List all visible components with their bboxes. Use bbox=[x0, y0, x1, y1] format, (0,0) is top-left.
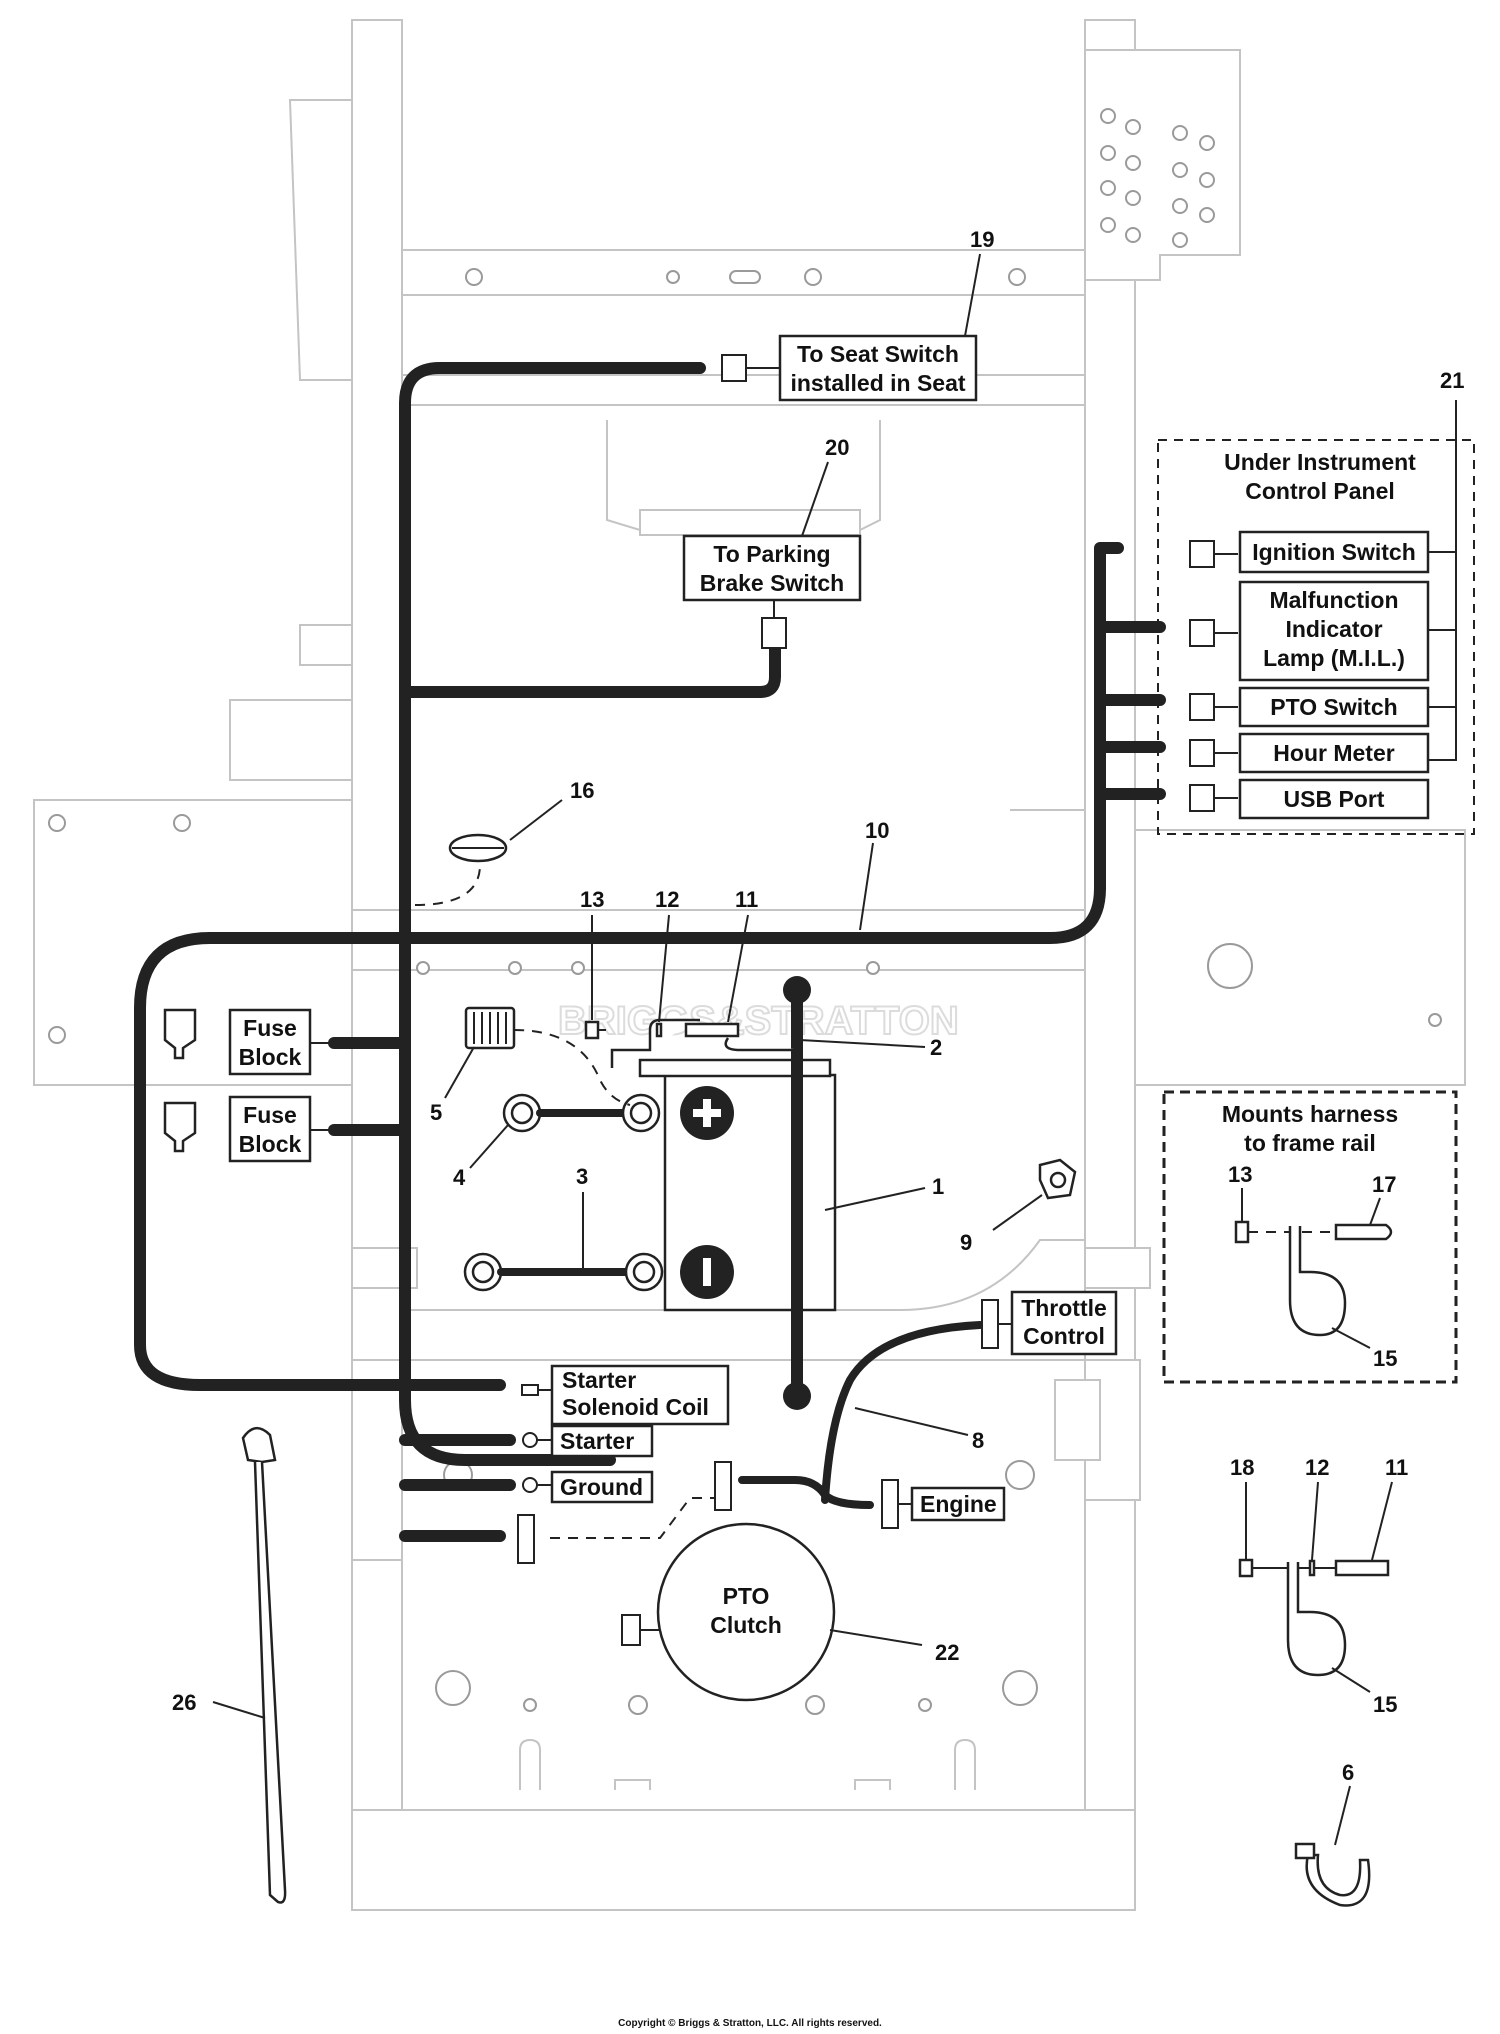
callout-10: 10 bbox=[865, 818, 889, 843]
callout-16: 16 bbox=[570, 778, 594, 803]
callout-19: 19 bbox=[970, 227, 994, 252]
watermark: BRIGGS&STRATTON bbox=[558, 999, 959, 1043]
callout-15-detail: 15 bbox=[1373, 1692, 1397, 1717]
clip-icon bbox=[1294, 1842, 1371, 1907]
usb-port-label: USB Port bbox=[1284, 786, 1385, 812]
fuse-block-label-1a: Fuse bbox=[243, 1015, 297, 1041]
fuse-icon bbox=[464, 1006, 516, 1050]
pto-clutch-label-1: PTO bbox=[723, 1583, 770, 1609]
parking-brake-label-2: Brake Switch bbox=[700, 570, 844, 596]
harness-loop bbox=[134, 932, 506, 1391]
copyright-text: Copyright © Briggs & Stratton, LLC. All … bbox=[618, 2018, 882, 2029]
callout-26: 26 bbox=[172, 1690, 196, 1715]
battery-top bbox=[638, 1058, 832, 1078]
throttle-cable-8 bbox=[821, 1321, 984, 1504]
plate-holes bbox=[1100, 108, 1215, 248]
callout-13-detail: 13 bbox=[1228, 1162, 1252, 1187]
ground-label: Ground bbox=[560, 1474, 643, 1500]
label-boxes: To Seat Switch installed in Seat To Park… bbox=[228, 334, 1475, 1522]
relay-icon bbox=[1038, 1158, 1077, 1200]
callout-15: 15 bbox=[1373, 1346, 1397, 1371]
callout-5: 5 bbox=[430, 1100, 442, 1125]
battery-assembly bbox=[463, 976, 1077, 1410]
mounts-label-2: to frame rail bbox=[1244, 1130, 1376, 1156]
mounts-label-1: Mounts harness bbox=[1222, 1101, 1398, 1127]
callout-4: 4 bbox=[453, 1165, 466, 1190]
instrument-panel-group bbox=[1157, 439, 1475, 835]
wire-harness bbox=[134, 362, 1166, 1542]
fuse-icon-1 bbox=[163, 1008, 197, 1060]
callout-8: 8 bbox=[972, 1428, 984, 1453]
pto-switch-label: PTO Switch bbox=[1270, 694, 1397, 720]
pto-clutch-label-2: Clutch bbox=[710, 1612, 782, 1638]
throttle-label-2: Control bbox=[1023, 1323, 1105, 1349]
fuse-block-label-2b: Block bbox=[239, 1131, 302, 1157]
starter-label: Starter bbox=[560, 1428, 634, 1454]
seat-switch-label-2: installed in Seat bbox=[790, 370, 965, 396]
clamp-hardware-detail bbox=[1234, 1220, 1393, 1677]
harness-10 bbox=[204, 542, 1124, 944]
callout-12: 12 bbox=[655, 887, 679, 912]
mil-label-3: Lamp (M.I.L.) bbox=[1263, 645, 1405, 671]
callout-6: 6 bbox=[1342, 1760, 1354, 1785]
seat-switch-label-1: To Seat Switch bbox=[797, 341, 959, 367]
ignition-switch-label: Ignition Switch bbox=[1252, 539, 1416, 565]
mil-label-1: Malfunction bbox=[1269, 587, 1398, 613]
main-harness bbox=[399, 362, 706, 1466]
fuse-icon-2 bbox=[163, 1101, 197, 1153]
fuse-block-label-1b: Block bbox=[239, 1044, 302, 1070]
fuse-block-label-2a: Fuse bbox=[243, 1102, 297, 1128]
starter-solenoid-label-2: Solenoid Coil bbox=[562, 1394, 709, 1420]
callout-1: 1 bbox=[932, 1174, 944, 1199]
callout-20: 20 bbox=[825, 435, 849, 460]
callout-11: 11 bbox=[735, 887, 758, 912]
connectors bbox=[163, 354, 1238, 1646]
cable-tie-icon bbox=[241, 1427, 287, 1904]
starter-solenoid-label-1: Starter bbox=[562, 1367, 636, 1393]
parking-brake-branch bbox=[399, 644, 781, 698]
parking-brake-label-1: To Parking bbox=[713, 541, 830, 567]
callout-22: 22 bbox=[935, 1640, 959, 1665]
grommet-icon bbox=[448, 833, 508, 863]
callout-9: 9 bbox=[960, 1230, 972, 1255]
callout-18: 18 bbox=[1230, 1455, 1254, 1480]
mounts-harness-detail bbox=[1162, 1090, 1458, 1384]
callout-3: 3 bbox=[576, 1164, 588, 1189]
pto-clutch bbox=[656, 1522, 836, 1702]
callouts: 19 20 21 16 10 13 12 11 2 5 4 3 1 9 8 22… bbox=[172, 227, 1464, 1846]
callout-17: 17 bbox=[1372, 1172, 1396, 1197]
mil-label-2: Indicator bbox=[1285, 616, 1382, 642]
engine-label: Engine bbox=[920, 1491, 997, 1517]
callout-12-detail: 12 bbox=[1305, 1455, 1329, 1480]
panel-title-1: Under Instrument bbox=[1224, 449, 1416, 475]
panel-title-2: Control Panel bbox=[1245, 478, 1395, 504]
callout-13: 13 bbox=[580, 887, 604, 912]
hour-meter-label: Hour Meter bbox=[1273, 740, 1394, 766]
callout-2: 2 bbox=[930, 1035, 942, 1060]
throttle-label-1: Throttle bbox=[1021, 1295, 1107, 1321]
callout-21: 21 bbox=[1440, 368, 1464, 393]
callout-11-detail: 11 bbox=[1385, 1455, 1408, 1480]
